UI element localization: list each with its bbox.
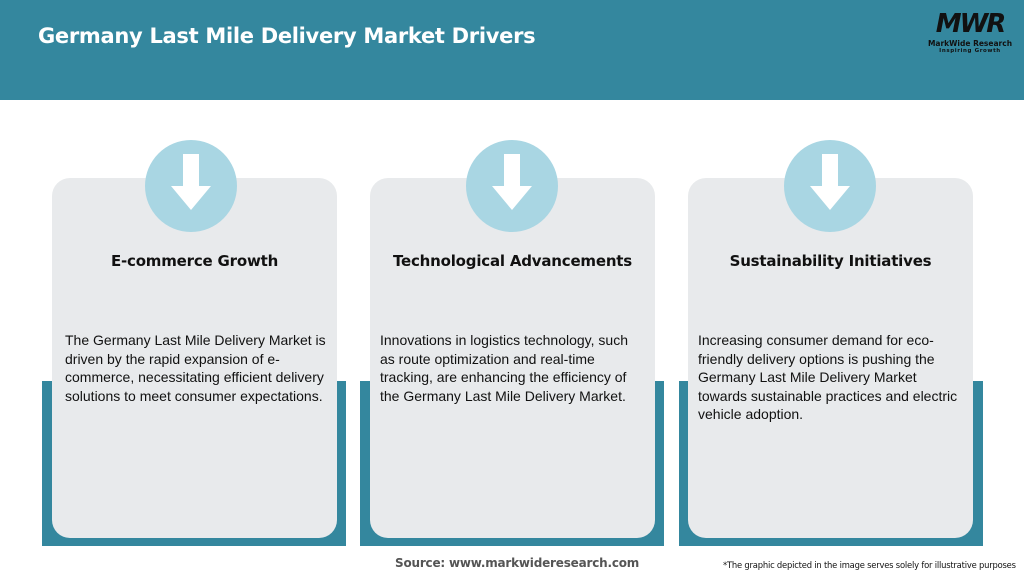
card-description: The Germany Last Mile Delivery Market is… [65, 332, 326, 404]
card-description: Increasing consumer demand for eco-frien… [698, 332, 958, 422]
markwide-research-logo: MWR MarkWide Research Inspiring Growth [924, 10, 1016, 58]
disclaimer-note: *The graphic depicted in the image serve… [723, 560, 1016, 570]
page-title: Germany Last Mile Delivery Market Driver… [38, 24, 536, 48]
header-banner: Germany Last Mile Delivery Market Driver… [0, 0, 1024, 100]
arrow-down-icon [145, 140, 237, 232]
card-panel [370, 178, 655, 538]
logo-name: MarkWide Research [927, 39, 1013, 48]
arrow-down-icon [466, 140, 558, 232]
logo-tagline: Inspiring Growth [939, 48, 1001, 54]
arrow-down-icon [784, 140, 876, 232]
source-citation: Source: www.markwideresearch.com [395, 556, 640, 570]
card-panel [52, 178, 337, 538]
card-title: E-commerce Growth [110, 252, 279, 270]
card-panel [688, 178, 973, 538]
card-title: Technological Advancements [392, 252, 633, 270]
card-description: Innovations in logistics technology, suc… [380, 332, 628, 404]
logo-mark: MWR [935, 9, 1007, 39]
card-title: Sustainability Initiatives [729, 252, 932, 270]
